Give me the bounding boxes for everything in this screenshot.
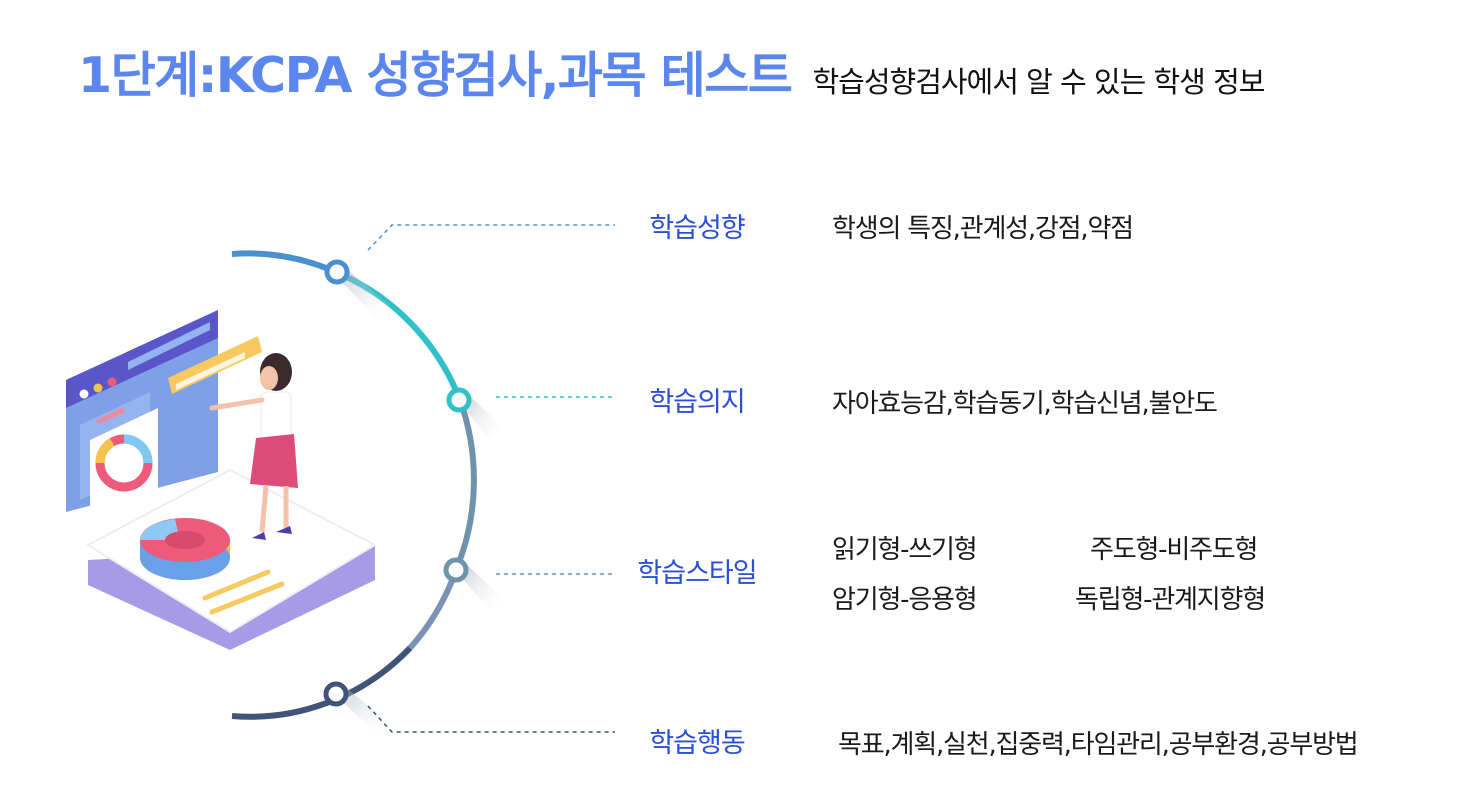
style-independent-relational: 독립형-관계지향형: [1075, 585, 1266, 615]
connector-lines: [367, 224, 615, 733]
style-read-write: 읽기형-쓰기형: [832, 535, 978, 565]
node-3: [443, 557, 469, 583]
style-memorize-apply: 암기형-응용형: [832, 585, 978, 615]
description-learning-tendency: 학생의 특징,관계성,강점,약점: [832, 214, 1134, 244]
category-learning-will: 학습의지: [649, 387, 745, 418]
node-2: [446, 387, 472, 413]
connector-1: [367, 224, 615, 251]
analyst-illustration: [66, 310, 378, 650]
description-learning-will: 자아효능감,학습동기,학습신념,불안도: [832, 389, 1218, 419]
category-learning-behavior: 학습행동: [649, 728, 745, 759]
node-1: [324, 259, 350, 285]
category-learning-style: 학습스타일: [637, 558, 757, 589]
arc-nodes: [323, 259, 472, 707]
node-4: [323, 681, 349, 707]
node-shadows: [340, 268, 505, 734]
category-learning-tendency: 학습성향: [649, 213, 745, 244]
connector-4: [367, 705, 615, 733]
title-main: 1단계:KCPA 성향검사,과목 테스트: [78, 47, 793, 104]
page-title: 1단계:KCPA 성향검사,과목 테스트 학습성향검사에서 알 수 있는 학생 …: [78, 36, 1265, 107]
description-learning-behavior: 목표,계획,실천,집중력,타임관리,공부환경,공부방법: [838, 730, 1359, 760]
style-self-directed: 주도형-비주도형: [1090, 535, 1258, 565]
title-subtitle: 학습성향검사에서 알 수 있는 학생 정보: [812, 65, 1265, 99]
